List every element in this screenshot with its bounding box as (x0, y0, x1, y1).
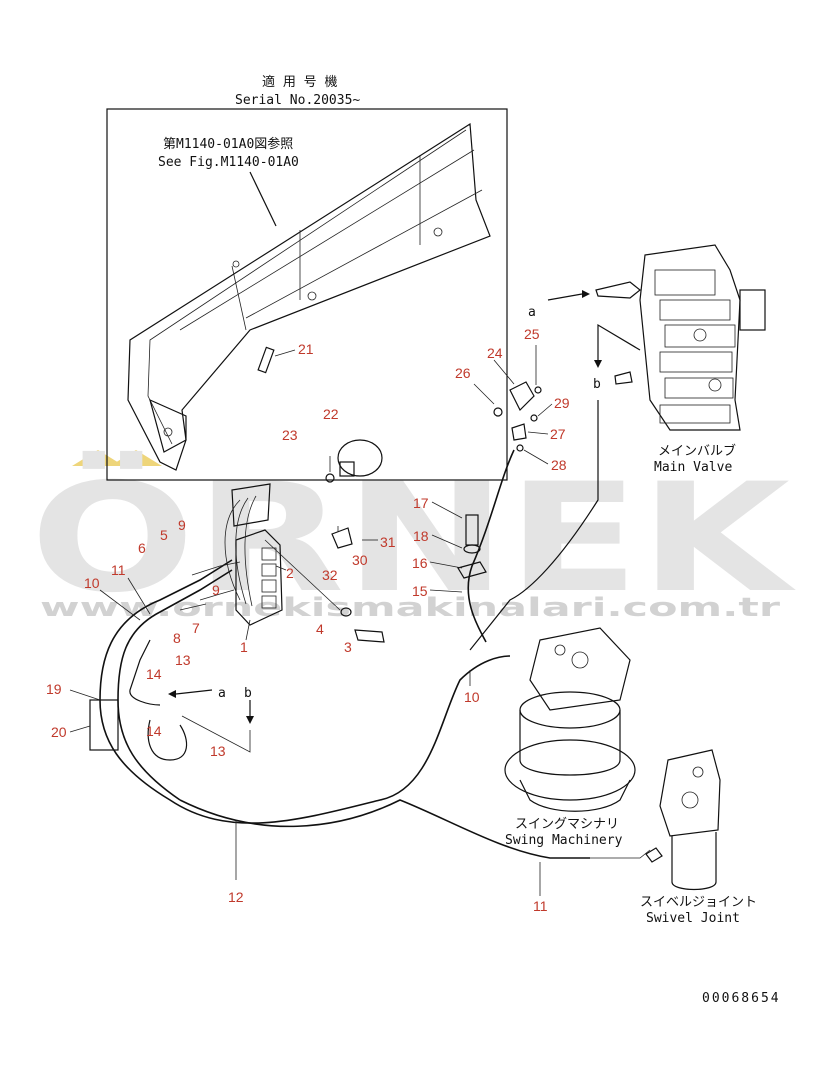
swivel-joint-drawing (645, 749, 721, 891)
callout-1: 1 (240, 639, 248, 655)
callout-8: 8 (173, 630, 181, 646)
main-valve-label-jp: メインバルブ (658, 443, 736, 459)
callout-17: 17 (413, 495, 429, 511)
callout-11a: 11 (111, 562, 126, 578)
hose-lines (89, 400, 651, 859)
see-fig-leader (249, 171, 277, 227)
callout-27: 27 (550, 426, 566, 442)
marker-a-top-arrow (547, 293, 583, 301)
callout-4: 4 (316, 621, 324, 637)
callout-19: 19 (46, 681, 62, 697)
solenoid-valve-drawing (224, 483, 283, 626)
swing-machinery-label-en: Swing Machinery (505, 833, 623, 848)
band-20-shape (89, 699, 119, 751)
callout-12: 12 (228, 889, 244, 905)
applicable-serial-jp: 適 用 号 機 (262, 74, 337, 90)
callout-5: 5 (160, 527, 168, 543)
marker-b-left: b (244, 686, 252, 701)
accumulator-shape (337, 439, 383, 477)
callout-15: 15 (412, 583, 428, 599)
callout-23: 23 (282, 427, 298, 443)
callout-13b: 13 (210, 743, 226, 759)
callout-3: 3 (344, 639, 352, 655)
callout-10b: 10 (464, 689, 480, 705)
document-number: 00068654 (702, 991, 781, 1006)
callout-26: 26 (455, 365, 471, 381)
callout-9a: 9 (178, 517, 186, 533)
leader-lines (69, 345, 553, 896)
callout-9b: 9 (212, 582, 220, 598)
serial-number: Serial No.20035~ (235, 93, 360, 108)
pin-21-shape (257, 346, 275, 374)
marker-a-left: a (218, 686, 226, 701)
marker-b-top: b (593, 377, 601, 392)
callout-31: 31 (380, 534, 396, 550)
callout-11b: 11 (533, 898, 548, 914)
callout-21: 21 (298, 341, 314, 357)
see-fig-en: See Fig.M1140-01A0 (158, 155, 299, 170)
callout-24: 24 (487, 345, 503, 361)
o-ring-23-shape (325, 473, 335, 483)
elbow-24-shape (509, 381, 535, 412)
callout-29: 29 (554, 395, 570, 411)
callout-25: 25 (524, 326, 540, 342)
callout-14b: 14 (146, 723, 162, 739)
callout-7: 7 (192, 620, 200, 636)
callout-6: 6 (138, 540, 146, 556)
main-valve-label-en: Main Valve (654, 460, 732, 475)
callout-30: 30 (352, 552, 368, 568)
callout-14a: 14 (146, 666, 162, 682)
watermark-url: www.ornekismakinalari.com.tr (40, 593, 780, 623)
callout-22: 22 (323, 406, 339, 422)
bolt-3-shape (354, 629, 385, 643)
callout-16: 16 (412, 555, 428, 571)
callout-18: 18 (413, 528, 429, 544)
callout-28: 28 (551, 457, 567, 473)
callout-10a: 10 (84, 575, 100, 591)
guard-cover-drawing (127, 122, 491, 471)
swivel-joint-label-en: Swivel Joint (646, 911, 740, 926)
swing-machinery-label-jp: スイングマシナリ (515, 817, 619, 832)
swing-machinery-drawing (504, 627, 636, 812)
main-valve-drawing (595, 244, 766, 431)
callout-20: 20 (51, 724, 67, 740)
callout-2: 2 (286, 565, 294, 581)
watermark-brand: ÖRNEK (30, 450, 796, 626)
swivel-joint-label-jp: スイベルジョイント (640, 895, 757, 910)
callout-group: 1 2 3 4 5 6 7 8 9 9 10 10 11 11 12 13 13… (46, 326, 570, 914)
marker-a-top: a (528, 305, 536, 320)
inset-frame (106, 108, 508, 481)
watermark-accent-right (110, 450, 162, 466)
callout-32: 32 (322, 567, 338, 583)
see-fig-jp: 第M1140-01A0図参照 (163, 136, 293, 152)
callout-13a: 13 (175, 652, 191, 668)
watermark-accent-left (72, 450, 124, 466)
